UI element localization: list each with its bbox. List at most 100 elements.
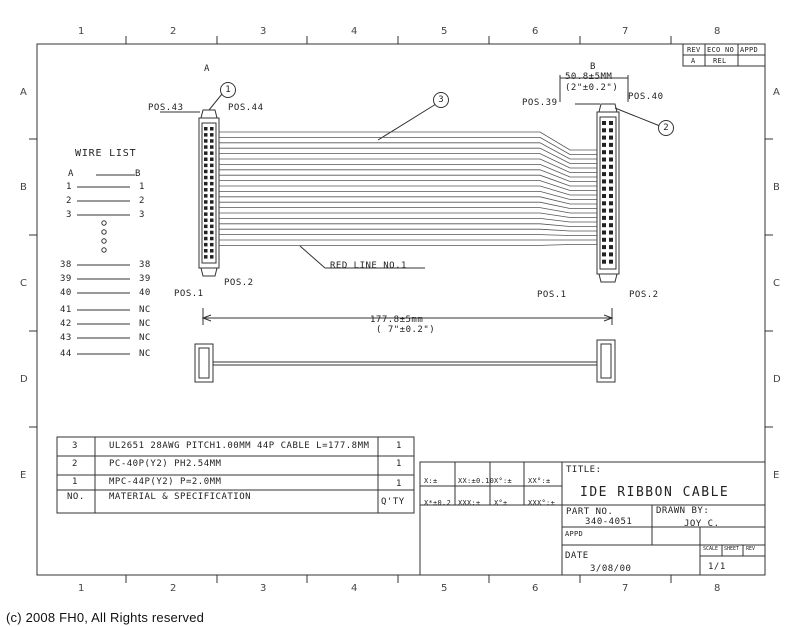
pin-b	[602, 230, 606, 235]
pin-a	[204, 242, 208, 247]
wire-list-b-3: 3	[139, 210, 145, 220]
pin-b	[609, 252, 613, 257]
connector-a-pos1: POS.1	[174, 289, 204, 299]
bom-row-3-spec: UL2651 28AWG PITCH1.00MM 44P CABLE L=177…	[109, 441, 370, 451]
wire-list-a-41: 41	[60, 305, 72, 315]
pin-b	[602, 172, 606, 177]
pin-b	[602, 237, 606, 242]
callout-leaders	[160, 93, 661, 269]
pin-a	[210, 127, 214, 131]
ribbon-wires	[219, 131, 597, 246]
pin-b	[609, 215, 613, 220]
tol-r1-c4: XX°:±	[528, 477, 551, 485]
pin-a	[210, 200, 214, 204]
part-no-label: PART NO.	[566, 507, 614, 517]
pin-a	[210, 224, 214, 229]
connector-b-pos39: POS.39	[522, 98, 558, 108]
grid-col-3-bottom: 3	[260, 583, 267, 594]
grid-row-e-right: E	[773, 470, 780, 481]
connector-b-pins	[602, 121, 613, 264]
pin-b	[609, 142, 613, 147]
pin-b	[602, 128, 606, 133]
wire-list-col-b: B	[135, 169, 141, 179]
callout-1-circle: 1	[220, 82, 236, 98]
grid-col-7-top: 7	[622, 26, 629, 37]
pin-a	[204, 157, 208, 161]
pin-a	[210, 169, 214, 174]
pin-b	[602, 194, 606, 198]
pin-b	[602, 157, 606, 162]
pin-b	[609, 135, 613, 140]
pin-a	[204, 218, 208, 222]
ribbon-wire	[219, 196, 597, 205]
wire-list-a-43: 43	[60, 333, 72, 343]
sheet-label: SHEET	[724, 546, 740, 552]
grid-row-e-left: E	[20, 470, 27, 481]
pin-a	[210, 175, 214, 180]
ribbon-wire	[219, 223, 597, 227]
connector-b-dim-mm: 50.8±5MM	[565, 72, 613, 82]
wire-list-lines	[77, 174, 135, 355]
appd-label: APPD	[565, 530, 584, 538]
pin-b	[609, 237, 613, 242]
connector-a-pos2: POS.2	[224, 278, 254, 288]
grid-col-1-bottom: 1	[78, 583, 85, 594]
rev-row-rev: A	[691, 57, 696, 65]
rev-header-rev: REV	[687, 46, 701, 54]
pin-a	[204, 133, 208, 137]
pin-b	[609, 128, 613, 133]
grid-col-2-bottom: 2	[170, 583, 177, 594]
grid-ticks	[29, 36, 773, 583]
pin-b	[602, 259, 606, 264]
title-block-lines	[419, 461, 766, 576]
wire-list-a-42: 42	[60, 319, 72, 329]
ribbon-wire	[219, 153, 597, 169]
pin-b	[609, 194, 613, 198]
pin-a	[204, 175, 208, 180]
ribbon-wire	[219, 131, 597, 151]
pin-b	[602, 186, 606, 191]
wire-list-b-39: 39	[139, 274, 151, 284]
connector-b-pos2: POS.2	[629, 290, 659, 300]
ribbon-wire	[219, 190, 597, 200]
grid-row-c-left: C	[20, 278, 27, 289]
bom-row-3-no: 3	[72, 441, 78, 451]
pin-a	[204, 230, 208, 235]
ribbon-wire	[219, 244, 597, 246]
pin-a	[204, 212, 208, 216]
ribbon-wire	[219, 142, 597, 160]
wire-list-b-1: 1	[139, 182, 145, 192]
ribbon-wire	[219, 180, 597, 191]
pin-a	[210, 206, 214, 210]
bom-header-spec: MATERIAL & SPECIFICATION	[109, 492, 252, 502]
ribbon-wire	[219, 234, 597, 236]
pin-b	[602, 135, 606, 140]
copyright-notice: (c) 2008 FH0, All Rights reserved	[6, 610, 205, 625]
pin-a	[204, 181, 208, 186]
pin-b	[602, 245, 606, 250]
pin-a	[210, 151, 214, 155]
tol-r1-c2: XX:±0.10	[458, 477, 495, 485]
red-line-label: RED LINE NO.1	[330, 261, 407, 271]
pin-b	[609, 208, 613, 213]
pin-a	[204, 200, 208, 204]
sheet-value: 1/1	[708, 562, 726, 572]
ribbon-wire	[219, 169, 597, 182]
pin-a	[210, 157, 214, 161]
title-label: TITLE:	[566, 465, 602, 475]
wire-list-a-38: 38	[60, 260, 72, 270]
wire-list-dot	[101, 247, 107, 253]
grid-col-6-top: 6	[532, 26, 539, 37]
tol-r2-c4: XXX°:±	[528, 499, 556, 507]
wire-list-dots	[101, 220, 107, 253]
rev-label: REV	[746, 546, 756, 552]
pin-b	[609, 186, 613, 191]
wire-list-b-43: NC	[139, 333, 151, 343]
pin-a	[210, 249, 214, 253]
pin-b	[609, 245, 613, 250]
wire-list-title: WIRE LIST	[75, 148, 137, 159]
pin-b	[609, 121, 613, 125]
ribbon-wire	[219, 228, 597, 232]
